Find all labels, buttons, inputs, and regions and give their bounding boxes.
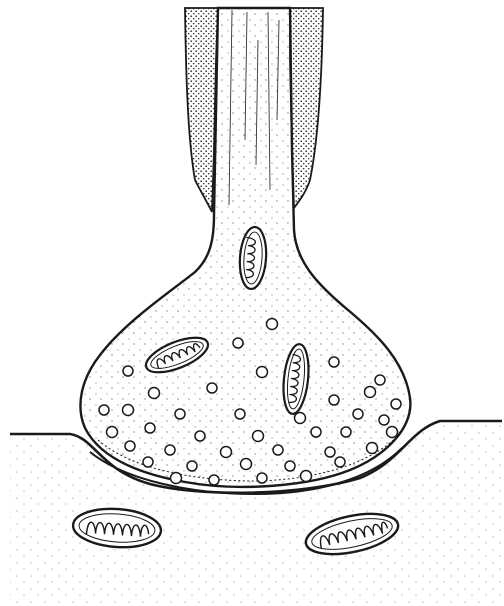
- vesicle: [241, 459, 252, 470]
- vesicle: [99, 405, 109, 415]
- vesicle: [107, 427, 118, 438]
- vesicle: [257, 473, 267, 483]
- vesicle: [207, 383, 217, 393]
- vesicle: [329, 357, 339, 367]
- vesicle: [125, 441, 135, 451]
- vesicle: [387, 427, 398, 438]
- vesicle: [325, 447, 335, 457]
- vesicle: [221, 447, 232, 458]
- vesicle: [253, 431, 264, 442]
- vesicle: [143, 457, 153, 467]
- vesicle: [145, 423, 155, 433]
- vesicle: [123, 405, 134, 416]
- vesicle: [149, 388, 160, 399]
- vesicle: [195, 431, 205, 441]
- vesicle: [285, 461, 295, 471]
- vesicle: [353, 409, 363, 419]
- vesicle: [335, 457, 345, 467]
- vesicle: [171, 473, 182, 484]
- vesicle: [391, 399, 401, 409]
- vesicle: [209, 475, 219, 485]
- myelin-sheath-right: [290, 8, 323, 208]
- vesicle: [235, 409, 245, 419]
- vesicle: [273, 445, 283, 455]
- vesicle: [365, 387, 376, 398]
- vesicle: [367, 443, 378, 454]
- vesicle: [165, 445, 175, 455]
- vesicle: [301, 471, 312, 482]
- vesicle: [257, 367, 268, 378]
- vesicle: [187, 461, 197, 471]
- vesicle: [233, 338, 243, 348]
- vesicle: [311, 427, 321, 437]
- myelin-sheath-left: [185, 8, 218, 212]
- vesicle: [123, 366, 133, 376]
- vesicle: [329, 395, 339, 405]
- vesicle: [175, 409, 185, 419]
- vesicle: [375, 375, 385, 385]
- vesicle: [267, 319, 278, 330]
- vesicle: [295, 413, 306, 424]
- vesicle: [379, 415, 389, 425]
- vesicle: [341, 427, 351, 437]
